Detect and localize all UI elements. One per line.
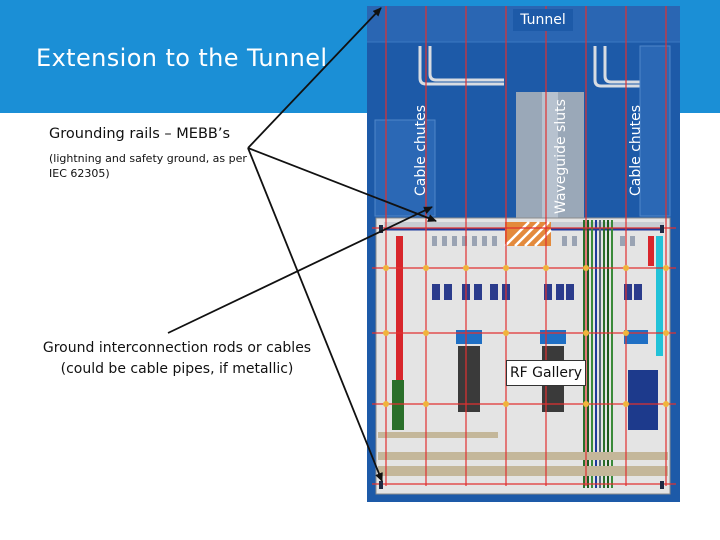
tunnel-label: Tunnel bbox=[513, 9, 573, 31]
cable-chute-left bbox=[374, 119, 436, 217]
right-rail bbox=[656, 236, 663, 356]
rf-gallery-floor bbox=[375, 217, 671, 495]
grounding-rails-label: Grounding rails – MEBB’s bbox=[49, 126, 231, 142]
mebb-bars bbox=[379, 225, 664, 489]
cable-chutes-left-label: Cable chutes bbox=[413, 104, 429, 196]
waveguide-label: Waveguide sluts bbox=[553, 99, 569, 214]
modulator-left bbox=[456, 330, 482, 344]
arrow-grounding-to-bottom bbox=[247, 147, 383, 482]
ground-nodes bbox=[383, 265, 669, 407]
rf-gallery-label: RF Gallery bbox=[506, 360, 586, 386]
arrow-interconnection-to-gallery bbox=[167, 206, 433, 334]
modulator-mid bbox=[540, 330, 566, 344]
pointer-arrows bbox=[167, 7, 437, 482]
bottom-tray bbox=[378, 452, 668, 460]
grounding-note: (lightning and safety ground, as per IEC… bbox=[49, 152, 247, 180]
cable-chute-right bbox=[639, 45, 671, 217]
cable-chutes-right-label: Cable chutes bbox=[628, 104, 644, 196]
arrow-grounding-to-gallery bbox=[247, 147, 437, 222]
rack-icons-top bbox=[432, 236, 635, 246]
ground-interconnection-label: Ground interconnection rods or cables (c… bbox=[42, 340, 312, 377]
cable-bundle bbox=[583, 220, 613, 488]
left-rail bbox=[396, 236, 403, 426]
arrow-grounding-to-tunnel bbox=[247, 7, 382, 149]
slide-title: Extension to the Tunnel bbox=[36, 44, 328, 72]
